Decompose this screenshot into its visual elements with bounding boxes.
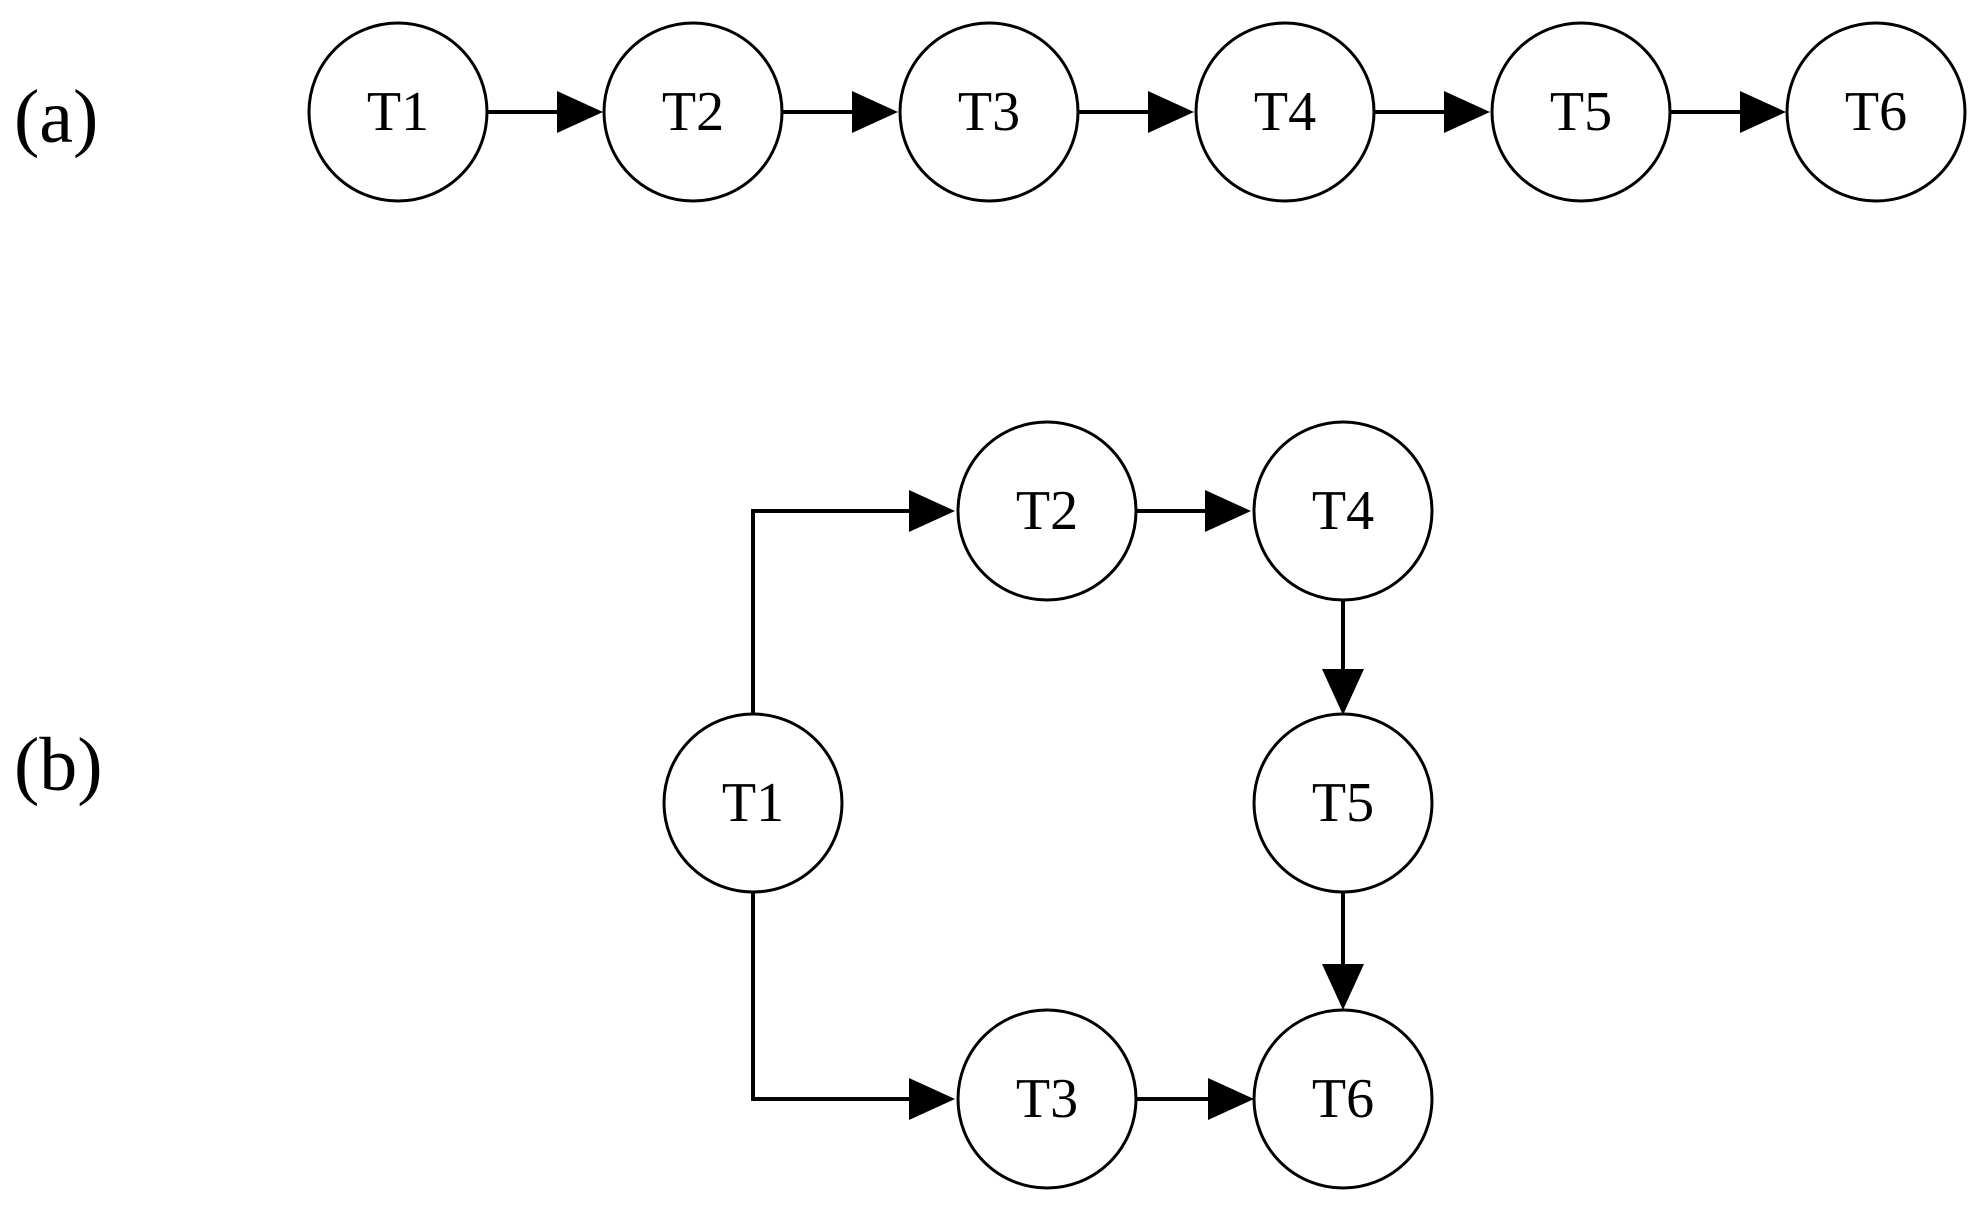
node-b-t1-label: T1: [722, 772, 784, 834]
node-a-t2: T2: [602, 21, 784, 203]
node-a-t6: T6: [1785, 21, 1967, 203]
node-a-t3-label: T3: [958, 81, 1020, 143]
panel-b-nodes: T1 T2 T3 T4 T5 T6: [662, 420, 1434, 1190]
node-b-t3: T3: [956, 1008, 1138, 1190]
node-b-t1: T1: [662, 712, 844, 894]
edge-b-t3-t6: [1136, 1078, 1254, 1120]
edge-a-t5-t6: [1670, 91, 1786, 133]
panel-a-label: (a): [14, 75, 98, 159]
panel-a-nodes: T1 T2 T3 T4 T5 T6: [307, 21, 1967, 203]
edge-b-t4-t5: [1322, 600, 1364, 715]
node-a-t1-label: T1: [367, 81, 429, 143]
node-a-t5-label: T5: [1550, 81, 1612, 143]
node-b-t6-label: T6: [1312, 1068, 1374, 1130]
edge-a-t3-t4: [1078, 91, 1194, 133]
node-b-t4-label: T4: [1312, 480, 1374, 542]
node-b-t5: T5: [1252, 712, 1434, 894]
edge-b-t5-t6: [1322, 892, 1364, 1010]
node-b-t2-label: T2: [1016, 480, 1078, 542]
node-a-t2-label: T2: [662, 81, 724, 143]
node-b-t6: T6: [1252, 1008, 1434, 1190]
node-b-t2: T2: [956, 420, 1138, 602]
node-b-t3-label: T3: [1016, 1068, 1078, 1130]
edge-b-t1-t2: [751, 490, 955, 715]
edge-a-t4-t5: [1374, 91, 1490, 133]
node-b-t5-label: T5: [1312, 772, 1374, 834]
node-a-t6-label: T6: [1845, 81, 1907, 143]
edge-a-t1-t2: [487, 91, 603, 133]
panel-b-edges: [751, 490, 1364, 1120]
node-b-t4: T4: [1252, 420, 1434, 602]
edge-a-t2-t3: [782, 91, 898, 133]
node-a-t1: T1: [307, 21, 489, 203]
panel-a-edges: [487, 91, 1786, 133]
node-a-t5: T5: [1490, 21, 1672, 203]
edge-b-t2-t4: [1136, 490, 1251, 532]
node-a-t4-label: T4: [1254, 81, 1316, 143]
panel-b-label: (b): [14, 723, 103, 807]
edge-b-t1-t3: [751, 892, 955, 1120]
node-a-t3: T3: [898, 21, 1080, 203]
node-a-t4: T4: [1194, 21, 1376, 203]
